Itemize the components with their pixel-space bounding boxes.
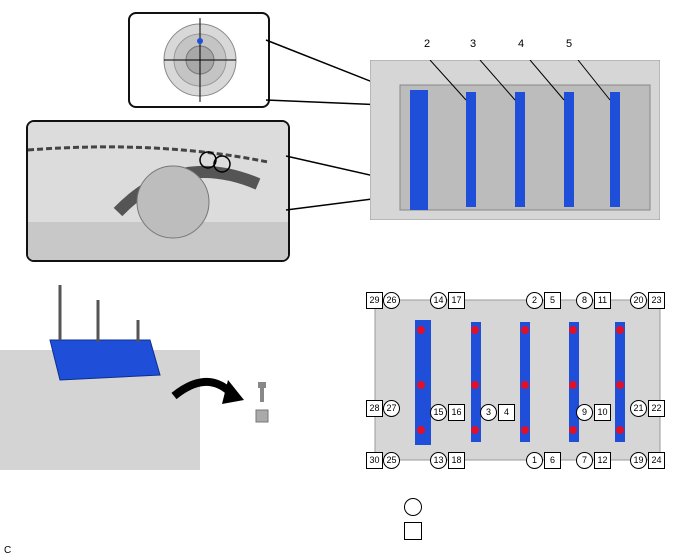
order-circle-15: 15 — [430, 404, 447, 421]
order-square-29: 29 — [366, 292, 383, 309]
order-square-16: 16 — [448, 404, 465, 421]
bolt-and-pin-icon — [255, 382, 269, 423]
order-circle-27: 27 — [383, 400, 400, 417]
cap-label-5: 5 — [566, 38, 573, 50]
order-circle-25: 25 — [383, 452, 400, 469]
bearing-cap-removal-view — [0, 280, 200, 470]
legend-square-symbol — [404, 522, 422, 540]
order-circle-8: 8 — [576, 292, 593, 309]
order-circle-7: 7 — [576, 452, 593, 469]
cap-label-4: 4 — [518, 38, 525, 50]
order-circle-19: 19 — [630, 452, 647, 469]
order-circle-1: 1 — [526, 452, 543, 469]
bearing-cap-illustration — [0, 285, 200, 470]
timing-mark-detail-panel — [128, 12, 270, 108]
order-circle-3: 3 — [480, 404, 497, 421]
order-square-17: 17 — [448, 292, 465, 309]
engine-bottom-illustration — [374, 299, 661, 461]
order-square-30: 30 — [366, 452, 383, 469]
order-square-10: 10 — [594, 404, 611, 421]
order-circle-20: 20 — [630, 292, 647, 309]
cap-label-3: 3 — [470, 38, 477, 50]
timing-mark-dot — [197, 38, 203, 44]
order-circle-2: 2 — [526, 292, 543, 309]
order-square-23: 23 — [648, 292, 665, 309]
order-square-18: 18 — [448, 452, 465, 469]
sprocket-mark-illustration — [163, 18, 237, 102]
order-circle-21: 21 — [630, 400, 647, 417]
figure-code: C — [4, 545, 12, 556]
timing-chain-illustration — [28, 122, 288, 260]
order-square-24: 24 — [648, 452, 665, 469]
order-circle-14: 14 — [430, 292, 447, 309]
order-square-22: 22 — [648, 400, 665, 417]
engine-tightening-order-view — [365, 290, 665, 470]
order-square-28: 28 — [366, 400, 383, 417]
cap-label-2: 2 — [424, 38, 431, 50]
order-square-5: 5 — [544, 292, 561, 309]
order-square-6: 6 — [544, 452, 561, 469]
engine-top-illustration — [369, 59, 661, 221]
order-square-4: 4 — [498, 404, 515, 421]
order-circle-9: 9 — [576, 404, 593, 421]
order-square-12: 12 — [594, 452, 611, 469]
chain-detail-panel — [26, 120, 290, 262]
order-circle-13: 13 — [430, 452, 447, 469]
legend-circle-symbol — [404, 498, 422, 516]
removal-arrow-icon — [171, 377, 244, 404]
order-circle-26: 26 — [383, 292, 400, 309]
engine-top-view: 2 3 4 5 — [369, 38, 661, 221]
order-square-11: 11 — [594, 292, 611, 309]
